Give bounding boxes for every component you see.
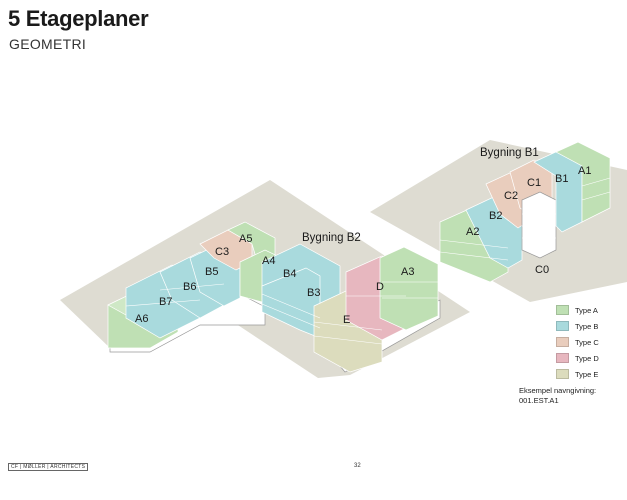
label-c0: C0: [535, 264, 549, 276]
legend-swatch: [556, 353, 569, 363]
legend-item-type-d: Type D: [556, 350, 599, 366]
legend-swatch: [556, 305, 569, 315]
building-b2: [107, 221, 441, 373]
label-b2: B2: [489, 210, 502, 222]
unit-a1: [555, 141, 611, 223]
legend-item-type-e: Type E: [556, 366, 599, 382]
legend-label: Type E: [575, 369, 599, 379]
legend-item-type-b: Type B: [556, 318, 599, 334]
legend-swatch: [556, 369, 569, 379]
label-a1: A1: [578, 165, 591, 177]
unit-a3: [379, 246, 439, 331]
unit-labels: A1 B1 C1 C2 B2 A2 C0 A3 D E B3 B4 A4 A5 …: [135, 165, 591, 326]
naming-example-value: 001.EST.A1: [519, 396, 559, 405]
legend-item-type-c: Type C: [556, 334, 599, 350]
label-c2: C2: [504, 190, 518, 202]
building-b2-label: Bygning B2: [302, 232, 361, 244]
page-subtitle: GEOMETRI: [9, 36, 87, 52]
label-b4: B4: [283, 268, 296, 280]
label-d: D: [376, 281, 384, 293]
b2-floor-lines: [125, 281, 438, 345]
label-e: E: [343, 314, 350, 326]
naming-example: Eksempel navngivning: 001.EST.A1: [519, 386, 596, 406]
label-b6: B6: [183, 281, 196, 293]
label-a5: A5: [239, 233, 252, 245]
page-title: 5 Etageplaner: [8, 6, 149, 31]
label-a3: A3: [401, 266, 414, 278]
label-c3: C3: [215, 246, 229, 258]
label-b1: B1: [555, 173, 568, 185]
unit-c0-core: [521, 191, 557, 259]
legend-swatch: [556, 337, 569, 347]
footer-logo: CF | MØLLER | ARCHITECTS: [8, 463, 89, 471]
label-c1: C1: [527, 177, 541, 189]
naming-example-heading: Eksempel navngivning:: [519, 386, 597, 395]
label-a4: A4: [262, 255, 275, 267]
b1-floor-lines: [439, 177, 611, 261]
label-b7: B7: [159, 296, 172, 308]
label-a2: A2: [466, 226, 479, 238]
building-b1: [439, 141, 611, 283]
legend-label: Type B: [575, 321, 599, 331]
legend-label: Type C: [575, 337, 599, 347]
building-b1-label: Bygning B1: [480, 147, 539, 159]
legend-label: Type A: [575, 305, 598, 315]
page-number: 32: [354, 463, 361, 469]
legend-swatch: [556, 321, 569, 331]
label-b5: B5: [205, 266, 218, 278]
legend-label: Type D: [575, 353, 599, 363]
label-a6: A6: [135, 313, 148, 325]
legend-item-type-a: Type A: [556, 302, 599, 318]
label-b3: B3: [307, 287, 320, 299]
legend: Type A Type B Type C Type D Type E: [556, 302, 599, 382]
